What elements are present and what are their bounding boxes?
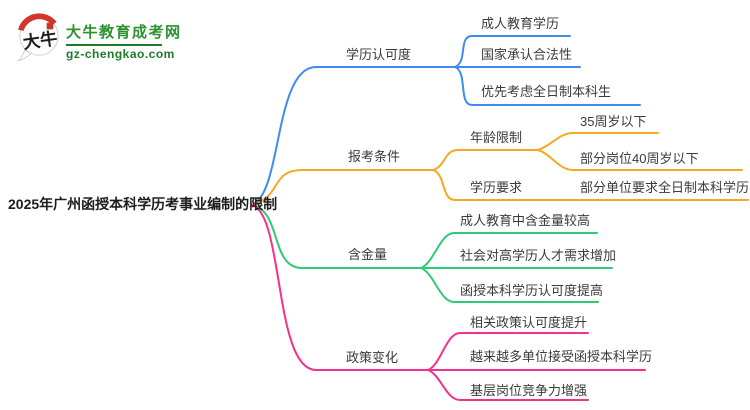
branch-recognition: 学历认可度 — [346, 47, 412, 62]
branch-line-requirements — [251, 169, 434, 205]
node-policy-recognition-up: 相关政策认可度提升 — [470, 315, 588, 330]
branch-line-recognition — [251, 66, 456, 205]
node-grassroots-competitiveness: 基层岗位竞争力增强 — [470, 383, 588, 398]
node-fulltime-priority: 优先考虑全日制本科生 — [481, 84, 612, 99]
site-url: gz-chengkao.com — [66, 47, 175, 61]
site-logo: 大牛 大牛教育成考网 gz-chengkao.com — [16, 12, 206, 64]
connector-policy-child-2 — [427, 369, 589, 401]
connector-value-child-2 — [420, 267, 599, 303]
branch-policy: 政策变化 — [346, 350, 399, 365]
connector-age-limit-child-1 — [537, 149, 743, 171]
site-logo-icon: 大牛 — [17, 13, 59, 62]
connector-recognition-child-2 — [454, 66, 641, 106]
node-degree-requirement: 学历要求 — [470, 180, 523, 195]
connector-degree-requirement — [432, 169, 749, 201]
connector-age-limit-child-0 — [537, 132, 659, 151]
connector-age-limit — [432, 149, 539, 171]
site-name: 大牛教育成考网 — [66, 24, 182, 41]
branch-requirements: 报考条件 — [348, 149, 401, 164]
branch-value: 含金量 — [348, 247, 388, 262]
connector-recognition-child-0 — [454, 35, 571, 68]
site-logo-text: 大牛教育成考网 gz-chengkao.com — [66, 21, 182, 61]
node-under-35: 35周岁以下 — [580, 114, 647, 129]
connector-value-child-0 — [420, 232, 598, 269]
logo-bubble-tail — [17, 49, 33, 62]
node-high-value-adult-education: 成人教育中含金量较高 — [460, 213, 591, 228]
node-fulltime-required-some-units: 部分单位要求全日制本科学历 — [580, 180, 750, 195]
node-state-recognized: 国家承认合法性 — [481, 47, 573, 62]
node-more-units-accept: 越来越多单位接受函授本科学历 — [470, 349, 653, 364]
root-topic: 2025年广州函授本科学历考事业编制的限制 — [8, 196, 278, 212]
branch-line-value — [251, 204, 422, 269]
node-demand-increase: 社会对高学历人才需求增加 — [460, 248, 617, 263]
logo-calligraphy-text: 大牛 — [22, 28, 59, 53]
branch-line-policy — [251, 204, 429, 371]
logo-seal — [46, 22, 54, 30]
node-under-40-some-posts: 部分岗位40周岁以下 — [580, 151, 699, 166]
logo-divider — [66, 44, 162, 46]
logo-red-arc — [18, 13, 57, 32]
connector-policy-child-0 — [427, 332, 589, 371]
node-age-limit: 年龄限制 — [470, 130, 523, 145]
node-recognition-improving: 函授本科学历认可度提高 — [460, 283, 604, 298]
node-adult-education-degree: 成人教育学历 — [481, 16, 560, 31]
